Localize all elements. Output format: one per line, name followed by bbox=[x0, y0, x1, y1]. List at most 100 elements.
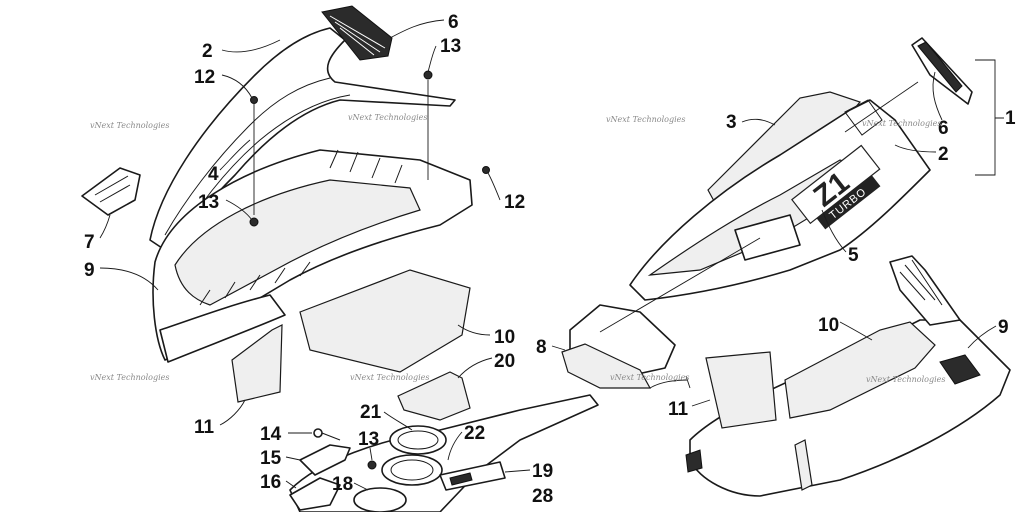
part-21-gauge-ring-2-inner bbox=[390, 459, 434, 481]
leader-10b bbox=[839, 321, 873, 341]
leader-hood-line bbox=[599, 237, 761, 333]
part-9-ribs bbox=[199, 149, 403, 306]
leader-2a bbox=[221, 39, 281, 53]
hood-logo-bar bbox=[816, 175, 881, 230]
leader-8 bbox=[551, 345, 566, 351]
part-2-hood-right-scoop bbox=[734, 214, 801, 261]
part-12-screw-right bbox=[482, 166, 490, 174]
part-6-vent-grille bbox=[329, 15, 386, 56]
callout-4: 4 bbox=[208, 164, 219, 185]
leader-8b bbox=[649, 375, 691, 389]
part-9-right-ribs bbox=[899, 259, 943, 306]
callout-13-mid: 13 bbox=[198, 192, 219, 213]
part-19-latch-detail bbox=[449, 472, 473, 486]
callout-2-right: 2 bbox=[938, 144, 949, 165]
callout-10-right: 10 bbox=[818, 315, 839, 336]
leader-7 bbox=[99, 214, 111, 239]
leader-12b bbox=[487, 172, 501, 201]
callout-5: 5 bbox=[848, 245, 859, 266]
leader-16 bbox=[285, 480, 297, 489]
callout-6-left: 6 bbox=[448, 12, 459, 33]
part-21-gauge-ring bbox=[389, 425, 447, 455]
leader-11a bbox=[219, 399, 246, 426]
callout-12-right: 12 bbox=[504, 192, 525, 213]
callout-7: 7 bbox=[84, 232, 95, 253]
callout-1-bracket bbox=[975, 59, 1004, 176]
watermark: vNext Technologies bbox=[348, 113, 427, 122]
part-13-nut-lower bbox=[367, 460, 377, 470]
part-9-inner-surface bbox=[174, 179, 421, 306]
watermark: vNext Technologies bbox=[610, 373, 689, 382]
leader-18 bbox=[353, 482, 369, 491]
part-21-gauge-ring-inner bbox=[397, 430, 439, 450]
leader-13b bbox=[225, 199, 253, 221]
watermark: vNext Technologies bbox=[866, 375, 945, 384]
watermark: vNext Technologies bbox=[90, 373, 169, 382]
callout-11-right: 11 bbox=[668, 399, 689, 420]
leader-3 bbox=[741, 118, 776, 126]
callout-20: 20 bbox=[494, 351, 515, 372]
watermark: vNext Technologies bbox=[606, 115, 685, 124]
part-2-hood-left-rib bbox=[164, 77, 331, 236]
part-16-bracket bbox=[289, 477, 341, 511]
part-11-foam-left bbox=[231, 324, 283, 403]
part-6-vent-left bbox=[321, 5, 393, 61]
leader-22 bbox=[447, 431, 463, 461]
leader-15 bbox=[285, 456, 301, 461]
leader-9a bbox=[99, 267, 159, 291]
part-9-right-slot bbox=[794, 439, 813, 491]
leader-6b bbox=[932, 71, 943, 121]
leader-13c bbox=[369, 447, 373, 461]
callout-13-top: 13 bbox=[440, 36, 461, 57]
part-10-foam-left bbox=[299, 269, 471, 373]
callout-18: 18 bbox=[332, 474, 353, 495]
callout-15: 15 bbox=[260, 448, 282, 469]
leader-4 bbox=[219, 139, 251, 171]
part-9-lower-lip bbox=[159, 294, 286, 363]
leader-12a bbox=[221, 74, 253, 99]
callout-12-left: 12 bbox=[194, 67, 215, 88]
callout-3: 3 bbox=[726, 112, 737, 133]
part-10-foam-right bbox=[784, 321, 936, 419]
part-14-screw-shank bbox=[321, 432, 341, 441]
part-9-right-tab bbox=[685, 449, 703, 473]
part-18-ring bbox=[353, 487, 407, 512]
part-2-hood-right-nose bbox=[844, 99, 883, 136]
part-7-detail bbox=[94, 175, 131, 203]
callout-13-low: 13 bbox=[358, 429, 379, 450]
leader-2b bbox=[894, 144, 937, 153]
part-7-side-panel bbox=[81, 167, 141, 216]
callout-6-right: 6 bbox=[938, 118, 949, 139]
watermark: vNext Technologies bbox=[862, 119, 941, 128]
leader-13a bbox=[427, 45, 437, 73]
callout-21: 21 bbox=[360, 402, 382, 423]
callout-8: 8 bbox=[536, 337, 547, 358]
leader-6a bbox=[389, 19, 445, 39]
callout-9-right: 9 bbox=[998, 317, 1009, 338]
leader-5 bbox=[821, 209, 847, 253]
part-14-screw bbox=[313, 428, 323, 438]
part-13-nut-top bbox=[423, 70, 433, 80]
part-12-screw bbox=[250, 96, 258, 104]
part-11-foam-right bbox=[705, 351, 777, 429]
leader-19 bbox=[504, 469, 531, 473]
leader-9b bbox=[967, 325, 997, 349]
leader-vent-line bbox=[844, 81, 919, 133]
callout-9-left: 9 bbox=[84, 260, 95, 281]
callout-2-left: 2 bbox=[202, 41, 213, 62]
callout-28: 28 bbox=[532, 486, 553, 507]
callout-16: 16 bbox=[260, 472, 281, 493]
leader-11b bbox=[691, 399, 711, 407]
part-6-vent-right-grille bbox=[917, 41, 963, 93]
callout-14: 14 bbox=[260, 424, 282, 445]
callout-11-left: 11 bbox=[194, 417, 215, 438]
callout-22: 22 bbox=[464, 423, 485, 444]
callout-1: 1 bbox=[1005, 108, 1016, 129]
watermark: vNext Technologies bbox=[350, 373, 429, 382]
callout-19: 19 bbox=[532, 461, 553, 482]
leader-21 bbox=[383, 411, 413, 431]
part-9-right-vent bbox=[939, 354, 981, 385]
part-20-gasket bbox=[397, 371, 471, 421]
